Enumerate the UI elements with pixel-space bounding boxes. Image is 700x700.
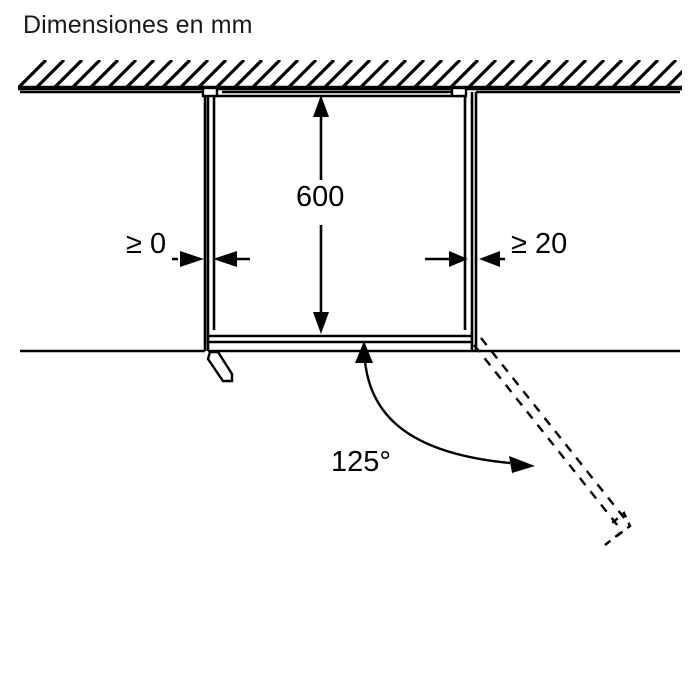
door-handle-closed bbox=[206, 350, 234, 383]
dimension-600 bbox=[313, 95, 329, 334]
dimension-label-clearance-right: ≥ 20 bbox=[505, 228, 574, 261]
page-title: Dimensiones en mm bbox=[23, 11, 253, 39]
appliance-body bbox=[206, 90, 474, 351]
left-cabinet bbox=[20, 90, 207, 353]
right-cabinet bbox=[474, 90, 680, 353]
dimension-label-clearance-left: ≥ 0 bbox=[120, 228, 173, 261]
dimension-door-angle bbox=[355, 341, 535, 473]
dimension-label-depth: 600 bbox=[290, 181, 351, 214]
wall-hatching bbox=[18, 60, 682, 91]
appliance-door-closed bbox=[208, 334, 476, 353]
appliance-door-open bbox=[473, 337, 630, 532]
dimension-label-door-angle: 125° bbox=[331, 446, 391, 478]
hinge-top-right bbox=[450, 86, 468, 98]
hinge-top-left bbox=[201, 86, 219, 98]
door-handle-open bbox=[604, 511, 632, 546]
